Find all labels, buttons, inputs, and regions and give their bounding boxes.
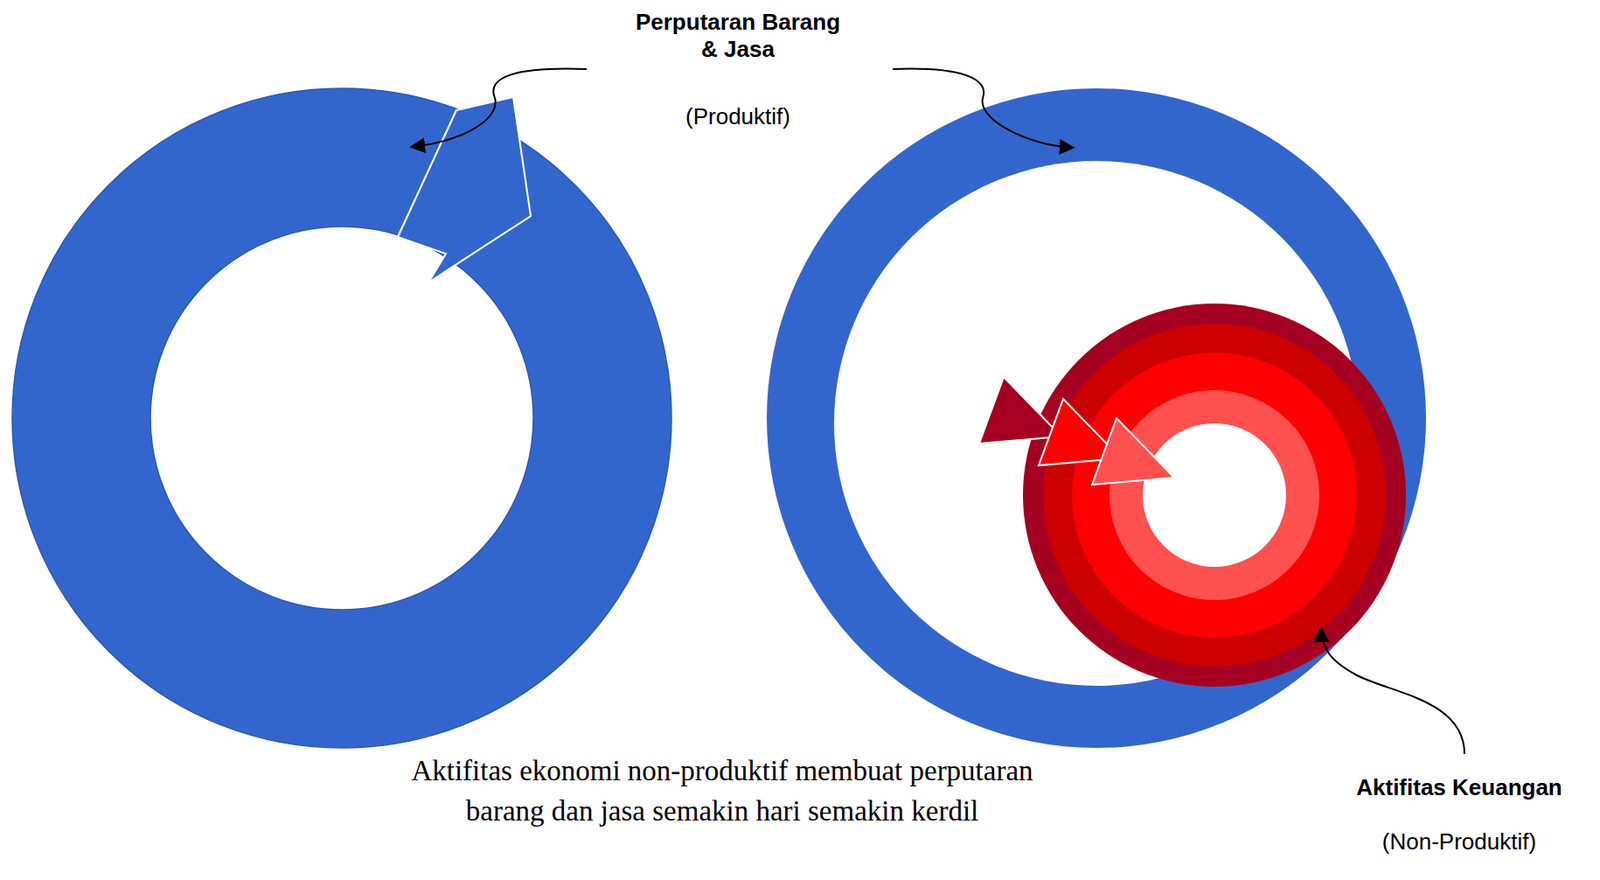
label-heading: Perputaran Barang & Jasa xyxy=(628,8,848,63)
red-ring-hole xyxy=(1142,423,1287,567)
leader-line xyxy=(410,69,587,147)
red-ring xyxy=(1071,352,1357,638)
red-arrow xyxy=(1092,417,1175,485)
red-ring xyxy=(1109,389,1320,600)
red-arrow xyxy=(979,376,1062,444)
ring-arrowhead xyxy=(397,97,531,283)
label-note: (Produktif) xyxy=(685,103,791,131)
leader-line xyxy=(892,69,1074,148)
caption: Aktifitas ekonomi non-produktif membuat … xyxy=(398,750,1046,831)
ring-edge xyxy=(12,88,672,748)
blue-ring xyxy=(81,157,603,679)
ring-edge xyxy=(150,226,534,610)
label-note: (Non-Produktif) xyxy=(1382,827,1537,856)
label-heading: Aktifitas Keuangan xyxy=(1356,773,1563,801)
leader-line xyxy=(1321,627,1465,754)
red-ring xyxy=(1043,323,1386,667)
red-ring xyxy=(1022,303,1406,687)
